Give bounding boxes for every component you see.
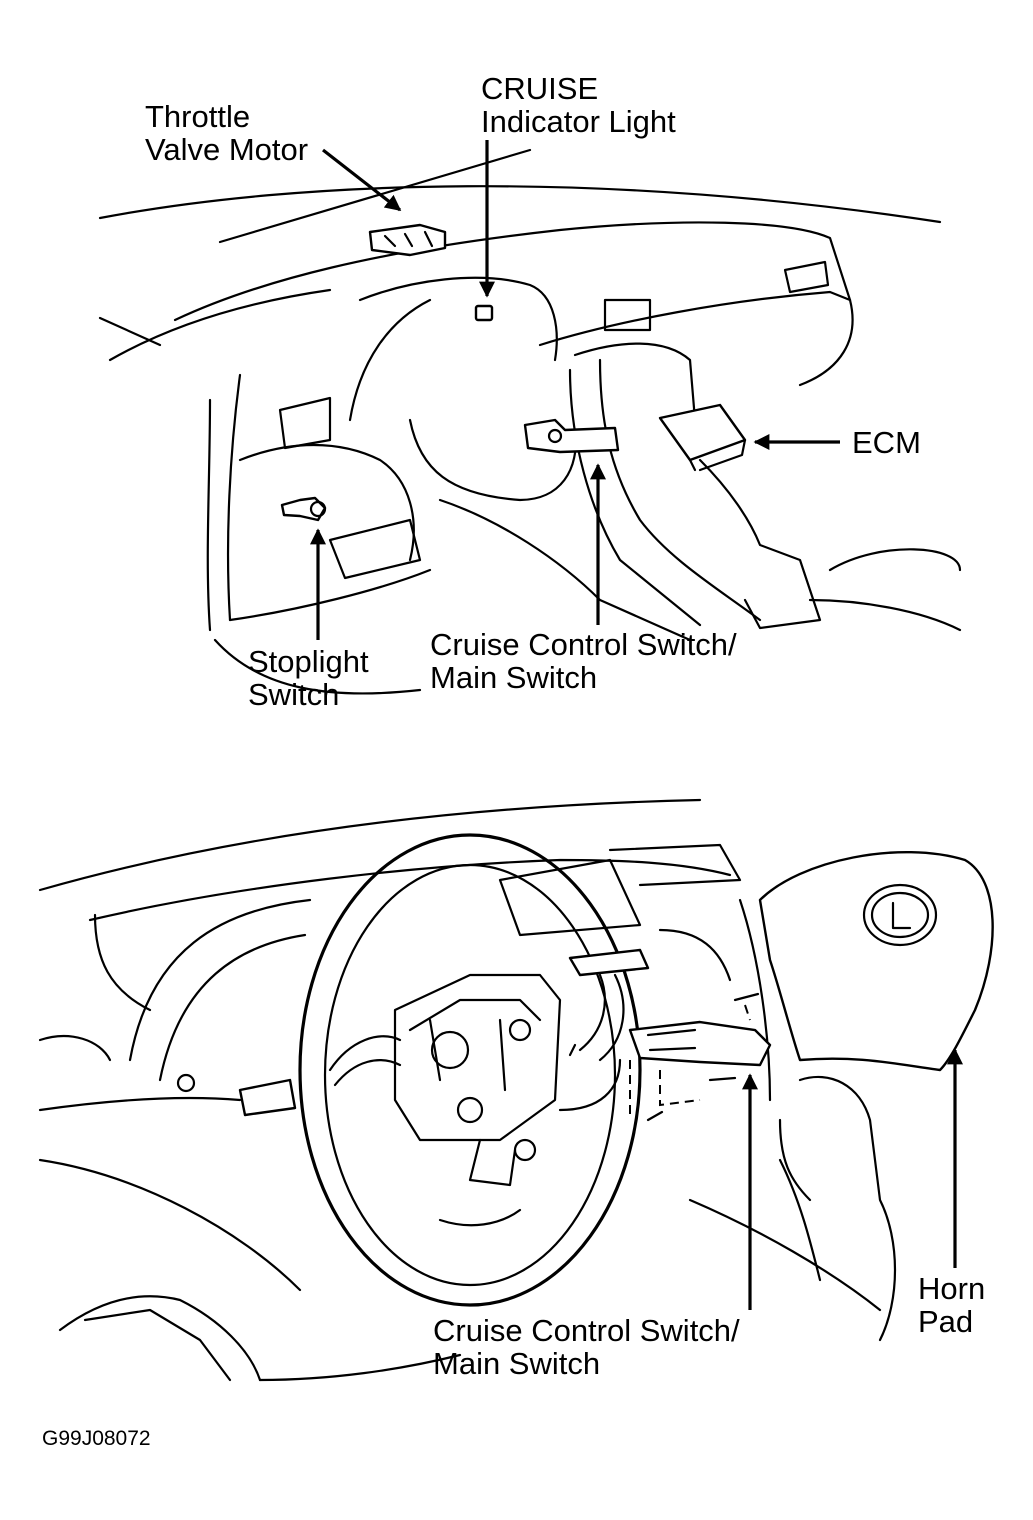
ecm-label: ECM	[852, 425, 921, 460]
throttle-valve-motor-leader	[322, 148, 402, 212]
steering-wheel-illustration	[38, 798, 994, 1382]
figure-code: G99J08072	[42, 1427, 151, 1450]
cruise-indicator-light-label: CRUISE Indicator Light	[481, 71, 676, 139]
stoplight-switch-label: Stoplight Switch	[248, 644, 369, 712]
dashboard-overview-illustration	[98, 140, 962, 695]
cruise-control-switch-bottom-label: Cruise Control Switch/ Main Switch	[433, 1313, 740, 1381]
cruise-control-switch-top-label: Cruise Control Switch/ Main Switch	[430, 627, 737, 695]
throttle-valve-motor-label: Throttle Valve Motor	[145, 99, 309, 167]
horn-pad-label: Horn Pad	[918, 1271, 986, 1339]
